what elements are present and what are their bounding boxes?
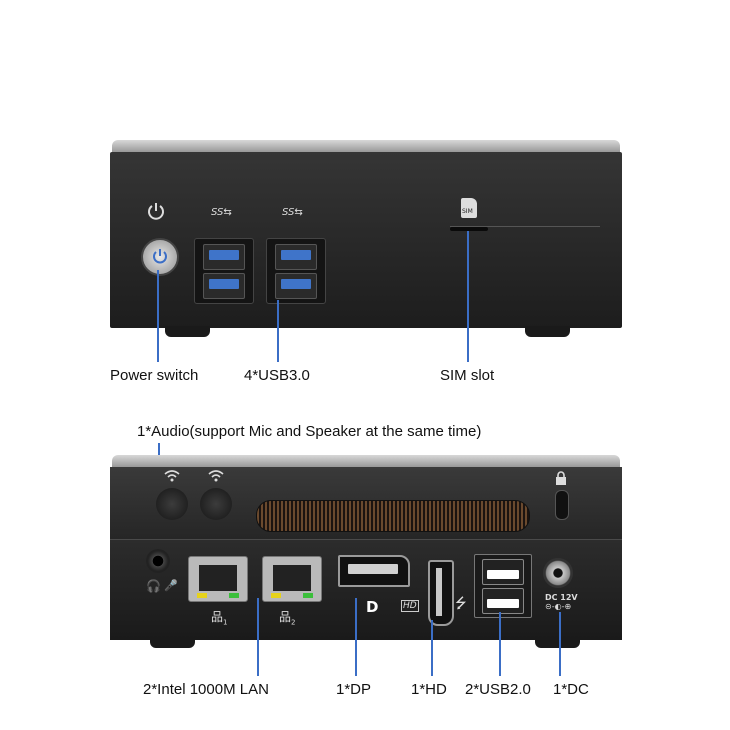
power-button[interactable] bbox=[141, 238, 179, 276]
label-sim-slot: SIM slot bbox=[440, 367, 495, 384]
lock-icon bbox=[556, 471, 566, 485]
kensington-lock-slot[interactable] bbox=[555, 490, 569, 520]
callout-line-lan bbox=[257, 598, 259, 676]
usb2-port[interactable] bbox=[482, 588, 524, 614]
usb3-logo-icon: SS⇆ bbox=[211, 207, 232, 218]
label-power-switch: Power switch bbox=[110, 367, 199, 384]
power-icon bbox=[148, 203, 164, 220]
callout-line-sim bbox=[467, 231, 469, 362]
usb-icon: ⭍ bbox=[455, 596, 467, 612]
usb2-port-group bbox=[474, 554, 532, 618]
dc-power-jack[interactable] bbox=[543, 558, 573, 588]
wifi-antenna-mount bbox=[156, 488, 188, 520]
hd-logo-icon: HD bbox=[401, 600, 419, 612]
usb2-port[interactable] bbox=[482, 559, 524, 585]
sim-icon: SIM bbox=[461, 198, 477, 218]
callout-line-dc bbox=[559, 612, 561, 676]
lan-icon: 品2 bbox=[279, 610, 296, 627]
audio-jack[interactable] bbox=[146, 549, 170, 573]
sim-slot[interactable] bbox=[450, 227, 488, 231]
callout-line-dp bbox=[355, 598, 357, 676]
usb3-port-group-left bbox=[194, 238, 254, 304]
label-lan: 2*Intel 1000M LAN bbox=[143, 681, 269, 698]
usb3-port[interactable] bbox=[275, 273, 317, 299]
usb3-port-group-right bbox=[266, 238, 326, 304]
callout-line-hd bbox=[431, 620, 433, 676]
hdmi-port[interactable] bbox=[428, 560, 454, 626]
label-hd: 1*HD bbox=[411, 681, 447, 698]
usb3-port[interactable] bbox=[275, 244, 317, 270]
wifi-icon bbox=[164, 470, 180, 482]
displayport-port[interactable] bbox=[338, 555, 410, 587]
usb3-port[interactable] bbox=[203, 273, 245, 299]
wifi-icon bbox=[208, 470, 224, 482]
label-usb3: 4*USB3.0 bbox=[244, 367, 310, 384]
callout-line-usb2 bbox=[499, 612, 501, 676]
front-device bbox=[110, 140, 622, 340]
lan-port-2[interactable] bbox=[262, 556, 322, 602]
callout-line-usb3 bbox=[277, 300, 279, 362]
headphone-icon: 🎧 bbox=[146, 579, 161, 593]
lan-port-1[interactable] bbox=[188, 556, 248, 602]
usb3-port[interactable] bbox=[203, 244, 245, 270]
dc-polarity-icon: ⊝-◐-⊕ bbox=[545, 602, 572, 611]
dc-label-text: DC 12V bbox=[545, 593, 578, 602]
power-icon bbox=[153, 249, 167, 264]
usb3-logo-icon: SS⇆ bbox=[282, 207, 303, 218]
label-audio: 1*Audio(support Mic and Speaker at the s… bbox=[137, 423, 482, 440]
mic-icon: 🎤 bbox=[164, 579, 178, 592]
callout-line-power bbox=[157, 270, 159, 362]
front-face bbox=[110, 152, 622, 328]
label-dc: 1*DC bbox=[553, 681, 589, 698]
lan-icon: 品1 bbox=[211, 610, 228, 627]
back-lid bbox=[112, 455, 620, 469]
front-lid bbox=[112, 140, 620, 154]
label-usb2: 2*USB2.0 bbox=[465, 681, 531, 698]
dp-logo-icon: D bbox=[366, 598, 379, 616]
label-dp: 1*DP bbox=[336, 681, 372, 698]
wifi-antenna-mount bbox=[200, 488, 232, 520]
vent-grille bbox=[256, 500, 530, 532]
